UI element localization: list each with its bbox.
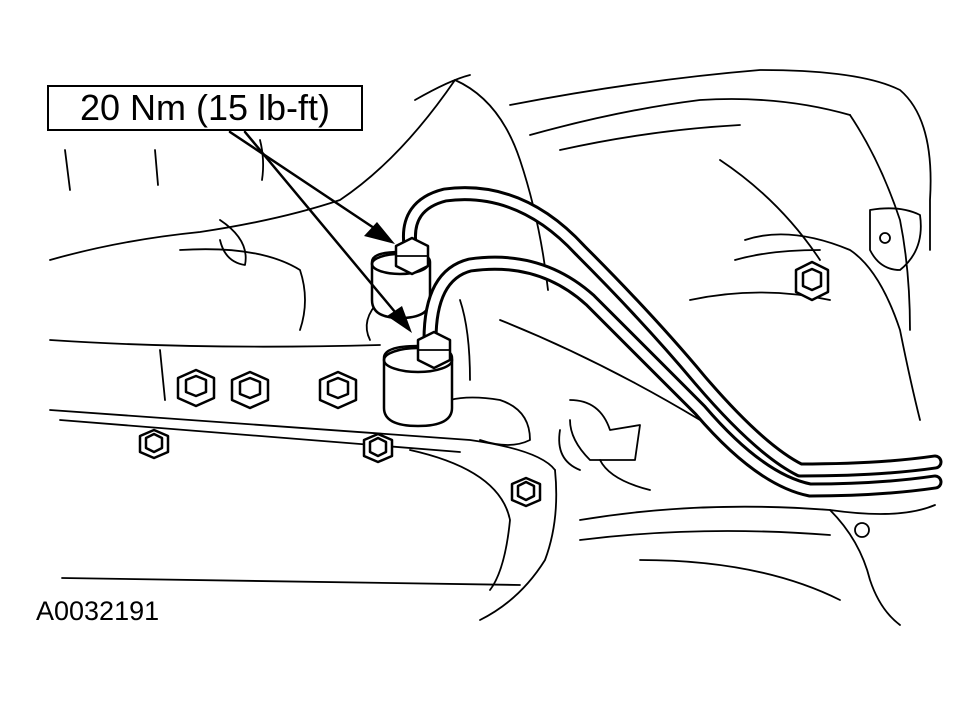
hex-bolt — [176, 368, 216, 408]
figure-id-label: A0032191 — [36, 596, 160, 626]
tube-nuts — [394, 236, 452, 370]
hex-bolt — [138, 428, 170, 460]
case-bolts — [138, 260, 830, 508]
torque-spec-callout: 20 Nm (15 lb-ft) — [47, 85, 363, 131]
hex-bolt — [318, 370, 358, 410]
callout-leaders — [228, 130, 412, 333]
hex-bolt — [794, 260, 830, 302]
hex-bolt — [362, 432, 394, 464]
cooler-lines — [401, 186, 943, 498]
hex-bolt — [510, 476, 542, 508]
hex-bolt — [230, 370, 270, 410]
transmission-case-outline — [49, 69, 936, 626]
